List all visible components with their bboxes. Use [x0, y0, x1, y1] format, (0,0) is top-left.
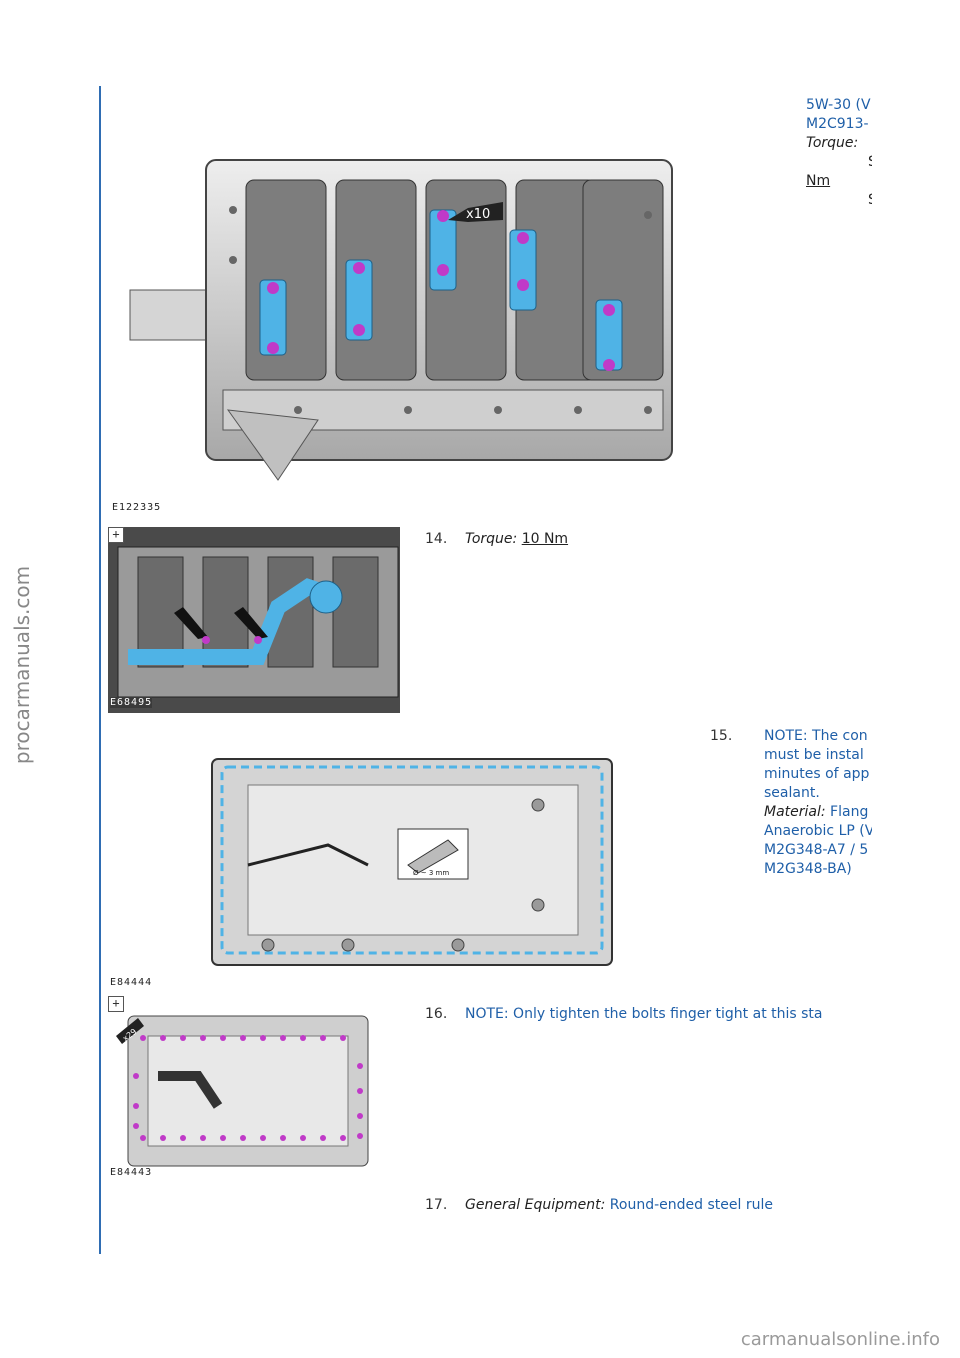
figure-oil-pickup: + [108, 527, 400, 713]
crankcase-illustration: x10 [129, 159, 673, 481]
step-number: 14. [425, 531, 448, 547]
torque-value[interactable]: 10 Nm [521, 531, 569, 547]
torque-label: Torque: [465, 531, 518, 547]
figure-code: E84444 [110, 977, 153, 988]
figure-oil-pan-bolts: x29 + [108, 996, 370, 1182]
left-margin-rule [99, 86, 101, 1254]
badge-x10: x10 [466, 207, 490, 222]
equipment-label: General Equipment: [465, 1197, 606, 1213]
top-text-fragment: 5W-30 (V M2C913- Torque: S Nm S [806, 97, 872, 208]
step-15-text: NOTE: The con must be instal minutes of … [764, 728, 872, 877]
figure-code: E84443 [110, 1167, 153, 1178]
oil-pan-illustration: Ø ~ 3 mm [211, 758, 613, 966]
step-number: 17. [425, 1197, 448, 1213]
oil-pan-bolts-illustration: x29 [116, 1015, 369, 1167]
step-16-text: NOTE: Only tighten the bolts finger tigh… [465, 1006, 823, 1022]
step-number: 15. [710, 728, 733, 744]
figure-crankcase-bearing-caps: x10 [108, 120, 688, 520]
figure-code: E122335 [112, 502, 162, 513]
step-text: Torque: 10 Nm [465, 530, 568, 549]
side-watermark: procarmanuals.com [10, 565, 34, 765]
oil-pickup-illustration [108, 527, 400, 713]
step-17-text: General Equipment: Round-ended steel rul… [465, 1196, 773, 1215]
figure-code: E68495 [110, 697, 153, 708]
bead-callout: Ø ~ 3 mm [413, 869, 449, 877]
step-number: 16. [425, 1006, 448, 1022]
equipment-value[interactable]: Round-ended steel rule [609, 1197, 773, 1213]
zoom-button[interactable]: + [108, 996, 124, 1012]
footer-watermark: carmanualsonline.info [740, 1329, 940, 1350]
zoom-button[interactable]: + [108, 527, 124, 543]
figure-oil-pan-sealant: Ø ~ 3 mm [208, 745, 623, 973]
